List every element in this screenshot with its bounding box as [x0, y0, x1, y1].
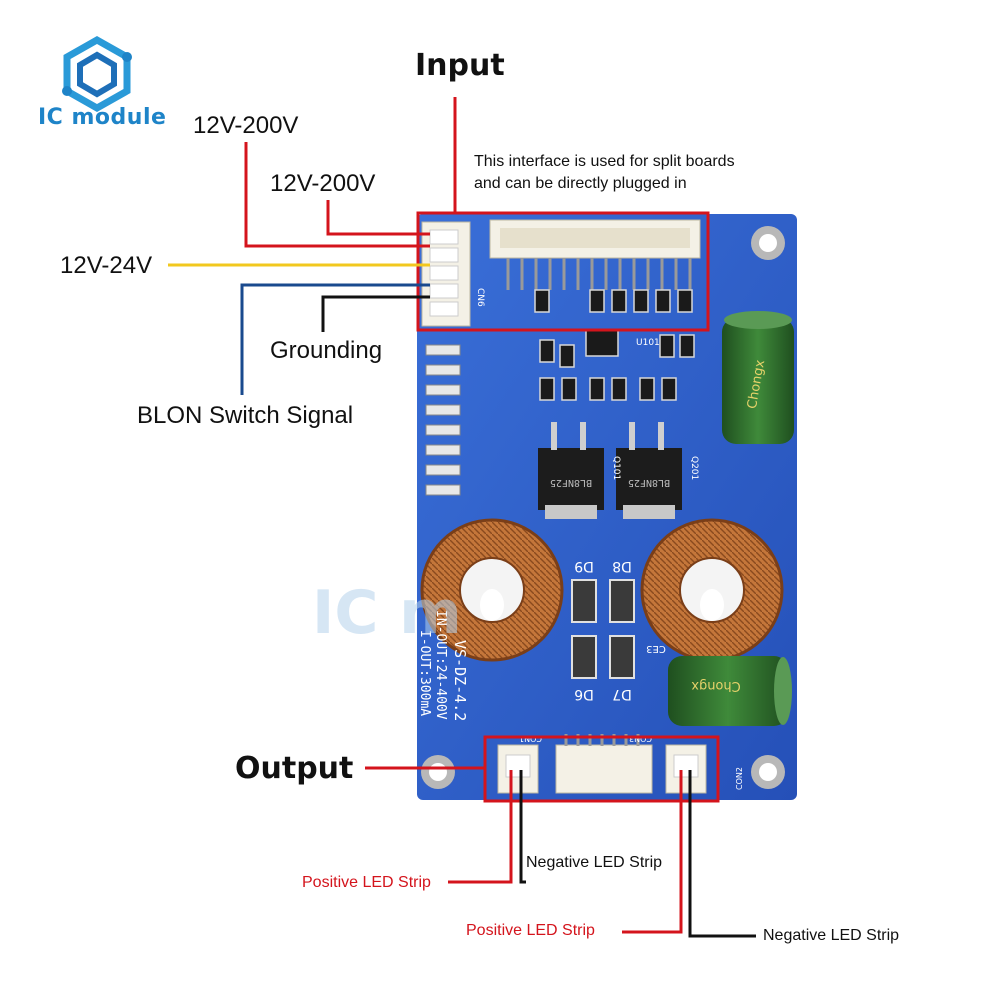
silk-con2: CON2 [735, 767, 744, 790]
label-12v-24v: 12V-24V [60, 252, 153, 279]
wire-positive-led-1 [448, 770, 513, 884]
silk-u101: U101 [636, 338, 660, 348]
output-title: Output [235, 751, 354, 786]
silk-spec2: I-OUT:300mA [417, 630, 432, 716]
wire-positive-led-2 [622, 770, 683, 934]
label-negative-led-1: Negative LED Strip [526, 854, 663, 871]
label-12v-200v-b: 12V-200V [270, 170, 376, 197]
wire-grounding [321, 295, 430, 332]
split-note: This interface is used for split boards … [474, 151, 735, 195]
label-12v-200v-a: 12V-200V [193, 112, 299, 139]
silk-d9: D9 [574, 558, 594, 574]
brand-name: IC module [38, 105, 167, 130]
label-negative-led-2: Negative LED Strip [763, 927, 900, 944]
silk-q101: Q101 [611, 456, 621, 480]
wire-12v-200v-a [244, 142, 430, 248]
input-highlight-box [416, 211, 710, 332]
label-grounding: Grounding [270, 337, 383, 364]
silk-q201: Q201 [689, 456, 699, 480]
input-connector-small [421, 221, 471, 327]
split-note-line1: This interface is used for split boards [474, 153, 735, 170]
mounting-holes [421, 226, 785, 789]
wire-negative-led-1 [519, 770, 526, 884]
silk-spec1: IN-OUT:24-400V [433, 610, 448, 720]
label-positive-led-1: Positive LED Strip [302, 874, 431, 891]
mosfet-q101-text: BL8NF25 [550, 477, 592, 488]
silk-cn6: CN6 [475, 288, 485, 307]
capacitor-bottom-brand: Chongx [691, 678, 741, 693]
inductor-left [420, 518, 564, 662]
smd-components [534, 289, 695, 401]
split-note-line2: and can be directly plugged in [474, 175, 687, 192]
capacitor-bottom: Chongx [668, 656, 792, 726]
silk-ce3: CE3 [646, 643, 666, 654]
input-connector-long [489, 219, 701, 290]
mosfet-q201-text: BL8NF25 [628, 477, 670, 488]
input-title: Input [415, 48, 505, 83]
wire-negative-led-2 [688, 770, 756, 938]
resistor-column [425, 344, 461, 496]
wire-blon [240, 283, 430, 395]
inductor-right [640, 518, 784, 662]
watermark-text: IC m [312, 578, 462, 648]
capacitor-top: Chongx [722, 311, 794, 444]
label-blon-switch-signal: BLON Switch Signal [137, 402, 354, 429]
silk-d7: D7 [612, 686, 632, 702]
mosfet-q201: BL8NF25 [616, 422, 682, 519]
hexagon-circuit-icon [62, 35, 132, 113]
diodes [571, 579, 635, 679]
output-connectors [497, 734, 707, 794]
silk-d6: D6 [574, 686, 594, 702]
silk-d8: D8 [612, 558, 632, 574]
silk-model: VS-DZ-4.2 [451, 640, 469, 721]
label-positive-led-2: Positive LED Strip [466, 922, 595, 939]
mosfet-q101: BL8NF25 [538, 422, 604, 519]
wire-12v-200v-b [326, 200, 430, 236]
